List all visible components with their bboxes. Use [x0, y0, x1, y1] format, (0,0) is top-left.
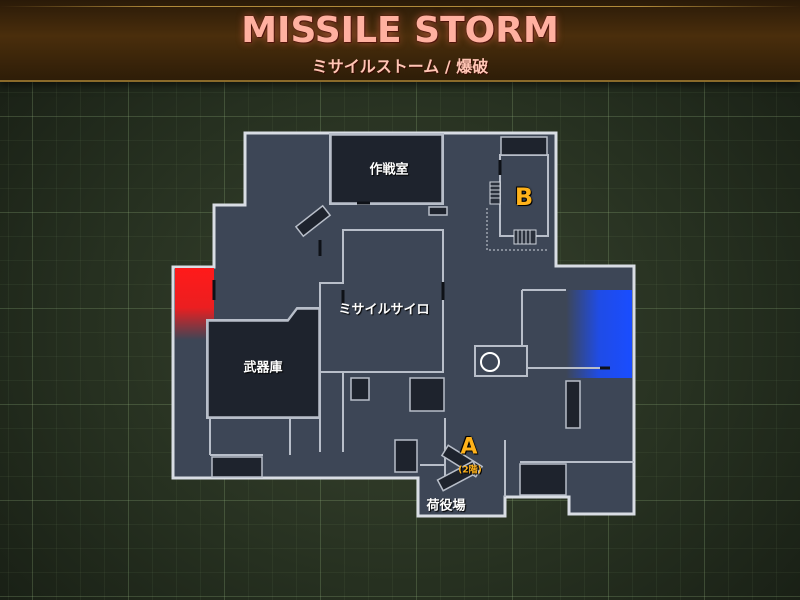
storage-block-1: [409, 377, 445, 412]
east-wing-walls: [520, 289, 634, 463]
armory-block: [207, 308, 320, 418]
south-hall-walls: [209, 372, 344, 456]
storage-block-4: [519, 463, 567, 496]
storage-block-6: [211, 456, 263, 478]
storage-block-2: [350, 377, 370, 401]
command-room-block: [330, 134, 443, 204]
pillar-box: [474, 345, 528, 377]
loading-dock-walls: [420, 418, 506, 497]
title-banner: MISSILE STORM ミサイルストーム / 爆破: [0, 0, 800, 82]
building-outline: [171, 131, 636, 518]
objective-a-floor-note: (2階): [458, 465, 482, 476]
stairs-b-upper: [489, 181, 501, 205]
objective-b-marker: B: [514, 183, 534, 211]
stairs-b-lower: [513, 229, 537, 245]
catwalk-dotted: [486, 208, 548, 251]
map-subtitle: ミサイルストーム / 爆破: [311, 57, 489, 76]
room-label-missile-silo: ミサイルサイロ: [338, 302, 430, 318]
storage-block-5: [565, 380, 581, 429]
pillar: [480, 352, 500, 372]
blue-spawn-zone: [566, 290, 632, 378]
b-room-block: [500, 136, 548, 156]
map-title: MISSILE STORM: [241, 10, 559, 51]
vent-block: [428, 206, 448, 216]
room-label-loading-dock: 荷役場: [426, 498, 466, 514]
storage-block-3: [394, 439, 418, 473]
crate-stack-2: [436, 460, 480, 492]
objective-a-marker: A: [460, 434, 478, 460]
command-room-outline: [329, 133, 444, 205]
room-label-armory: 武器庫: [243, 360, 283, 376]
crate: [294, 204, 332, 238]
room-label-command: 作戦室: [369, 162, 409, 178]
